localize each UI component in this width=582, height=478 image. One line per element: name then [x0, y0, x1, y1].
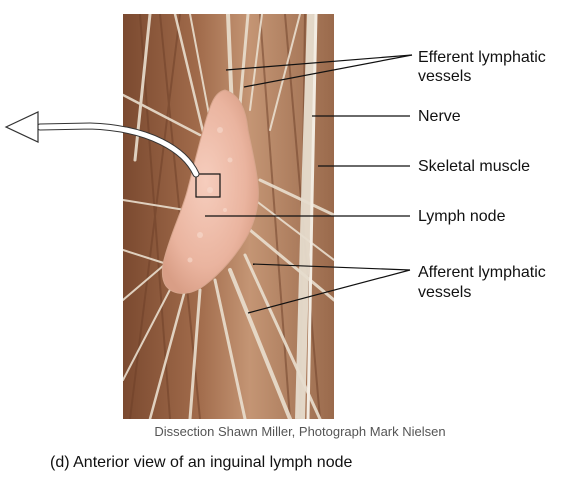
callout-arrow [4, 111, 200, 178]
figure-caption: (d) Anterior view of an inguinal lymph n… [50, 454, 353, 471]
label-nerve: Nerve [418, 108, 461, 125]
label-efferent-line1: Efferent lymphatic [418, 49, 546, 66]
nerve-band [295, 14, 317, 419]
photo-credit: Dissection Shawn Miller, Photograph Mark… [154, 424, 446, 439]
label-afferent-line1: Afferent lymphatic [418, 264, 546, 281]
label-efferent-line2: vessels [418, 68, 472, 85]
label-skeletal-muscle: Skeletal muscle [418, 158, 531, 175]
label-afferent-line2: vessels [418, 284, 472, 301]
inset-box [195, 173, 221, 198]
leader-lines [205, 54, 413, 314]
label-lymph-node: Lymph node [418, 208, 506, 225]
